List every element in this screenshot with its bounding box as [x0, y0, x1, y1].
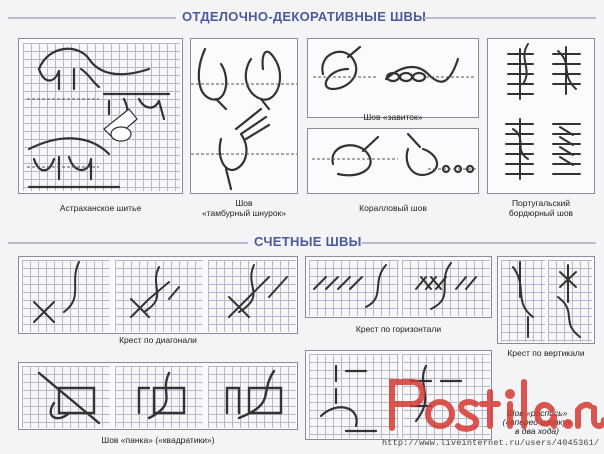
cross-diagonal-panel [18, 256, 298, 334]
chain-stitch-panel [190, 38, 298, 194]
cross-horizontal-panel [305, 256, 492, 318]
diagonal-caption: Крест по диагонали [119, 335, 197, 345]
astrakhan-illustration [27, 47, 171, 189]
postila-watermark-logo [389, 379, 604, 432]
stitch-grid [548, 260, 592, 342]
portuguese-stitch-panel [487, 38, 595, 194]
portuguese-caption-line1: Португальский [511, 198, 571, 208]
panka-caption: Шов «панка» («квадратики») [101, 435, 215, 445]
coral-stitch-panel [307, 128, 479, 194]
decorative-section-title: ОТДЕЛОЧНО-ДЕКОРАТИВНЫЕ ШВЫ [182, 9, 427, 24]
astrakhan-panel [18, 38, 183, 194]
curl-stitch-illustration [313, 45, 476, 91]
curl-stitch-panel [307, 38, 479, 118]
cross-horizontal-illustration [313, 262, 477, 310]
horizontal-caption: Крест по горизонтали [355, 324, 442, 334]
coral-caption: Коралловый шов [359, 203, 427, 213]
chain-stitch-illustration [191, 47, 297, 191]
panka-illustration [37, 369, 283, 425]
stitch-grid [115, 260, 203, 332]
vertical-caption: Крест по вертикали [507, 348, 585, 358]
astrakhan-caption: Астраханское шитье [59, 203, 142, 213]
stitch-grid [309, 260, 399, 316]
header-rule-right [424, 17, 596, 19]
stitch-grid [115, 366, 203, 428]
coral-stitch-illustration [312, 132, 478, 177]
cross-vertical-illustration [512, 261, 581, 338]
cross-diagonal-illustration [33, 261, 288, 323]
portuguese-caption-line2: бордюрный шов [508, 208, 574, 218]
counted-section-title: СЧЕТНЫЕ ШВЫ [254, 234, 362, 249]
decorative-section-header: ОТДЕЛОЧНО-ДЕКОРАТИВНЫЕ ШВЫ [0, 8, 604, 28]
header-rule-left [8, 242, 248, 244]
source-url[interactable]: http://www.liveinternet.ru/users/4045361… [382, 438, 600, 448]
curl-caption: Шов «завиток» [363, 112, 423, 122]
stitch-grid [309, 354, 399, 438]
header-rule-left [8, 17, 176, 19]
counted-section-header: СЧЕТНЫЕ ШВЫ [0, 233, 604, 253]
cross-vertical-panel [497, 256, 595, 344]
header-rule-right [362, 242, 596, 244]
chain-caption-line2: «тамбурный шнурок» [201, 208, 287, 218]
rospis-caption-line3: в два хода) [515, 426, 559, 436]
portuguese-stitch-illustration [505, 43, 581, 180]
panka-stitch-panel [18, 362, 298, 430]
chain-caption-line1: Шов [235, 198, 253, 208]
